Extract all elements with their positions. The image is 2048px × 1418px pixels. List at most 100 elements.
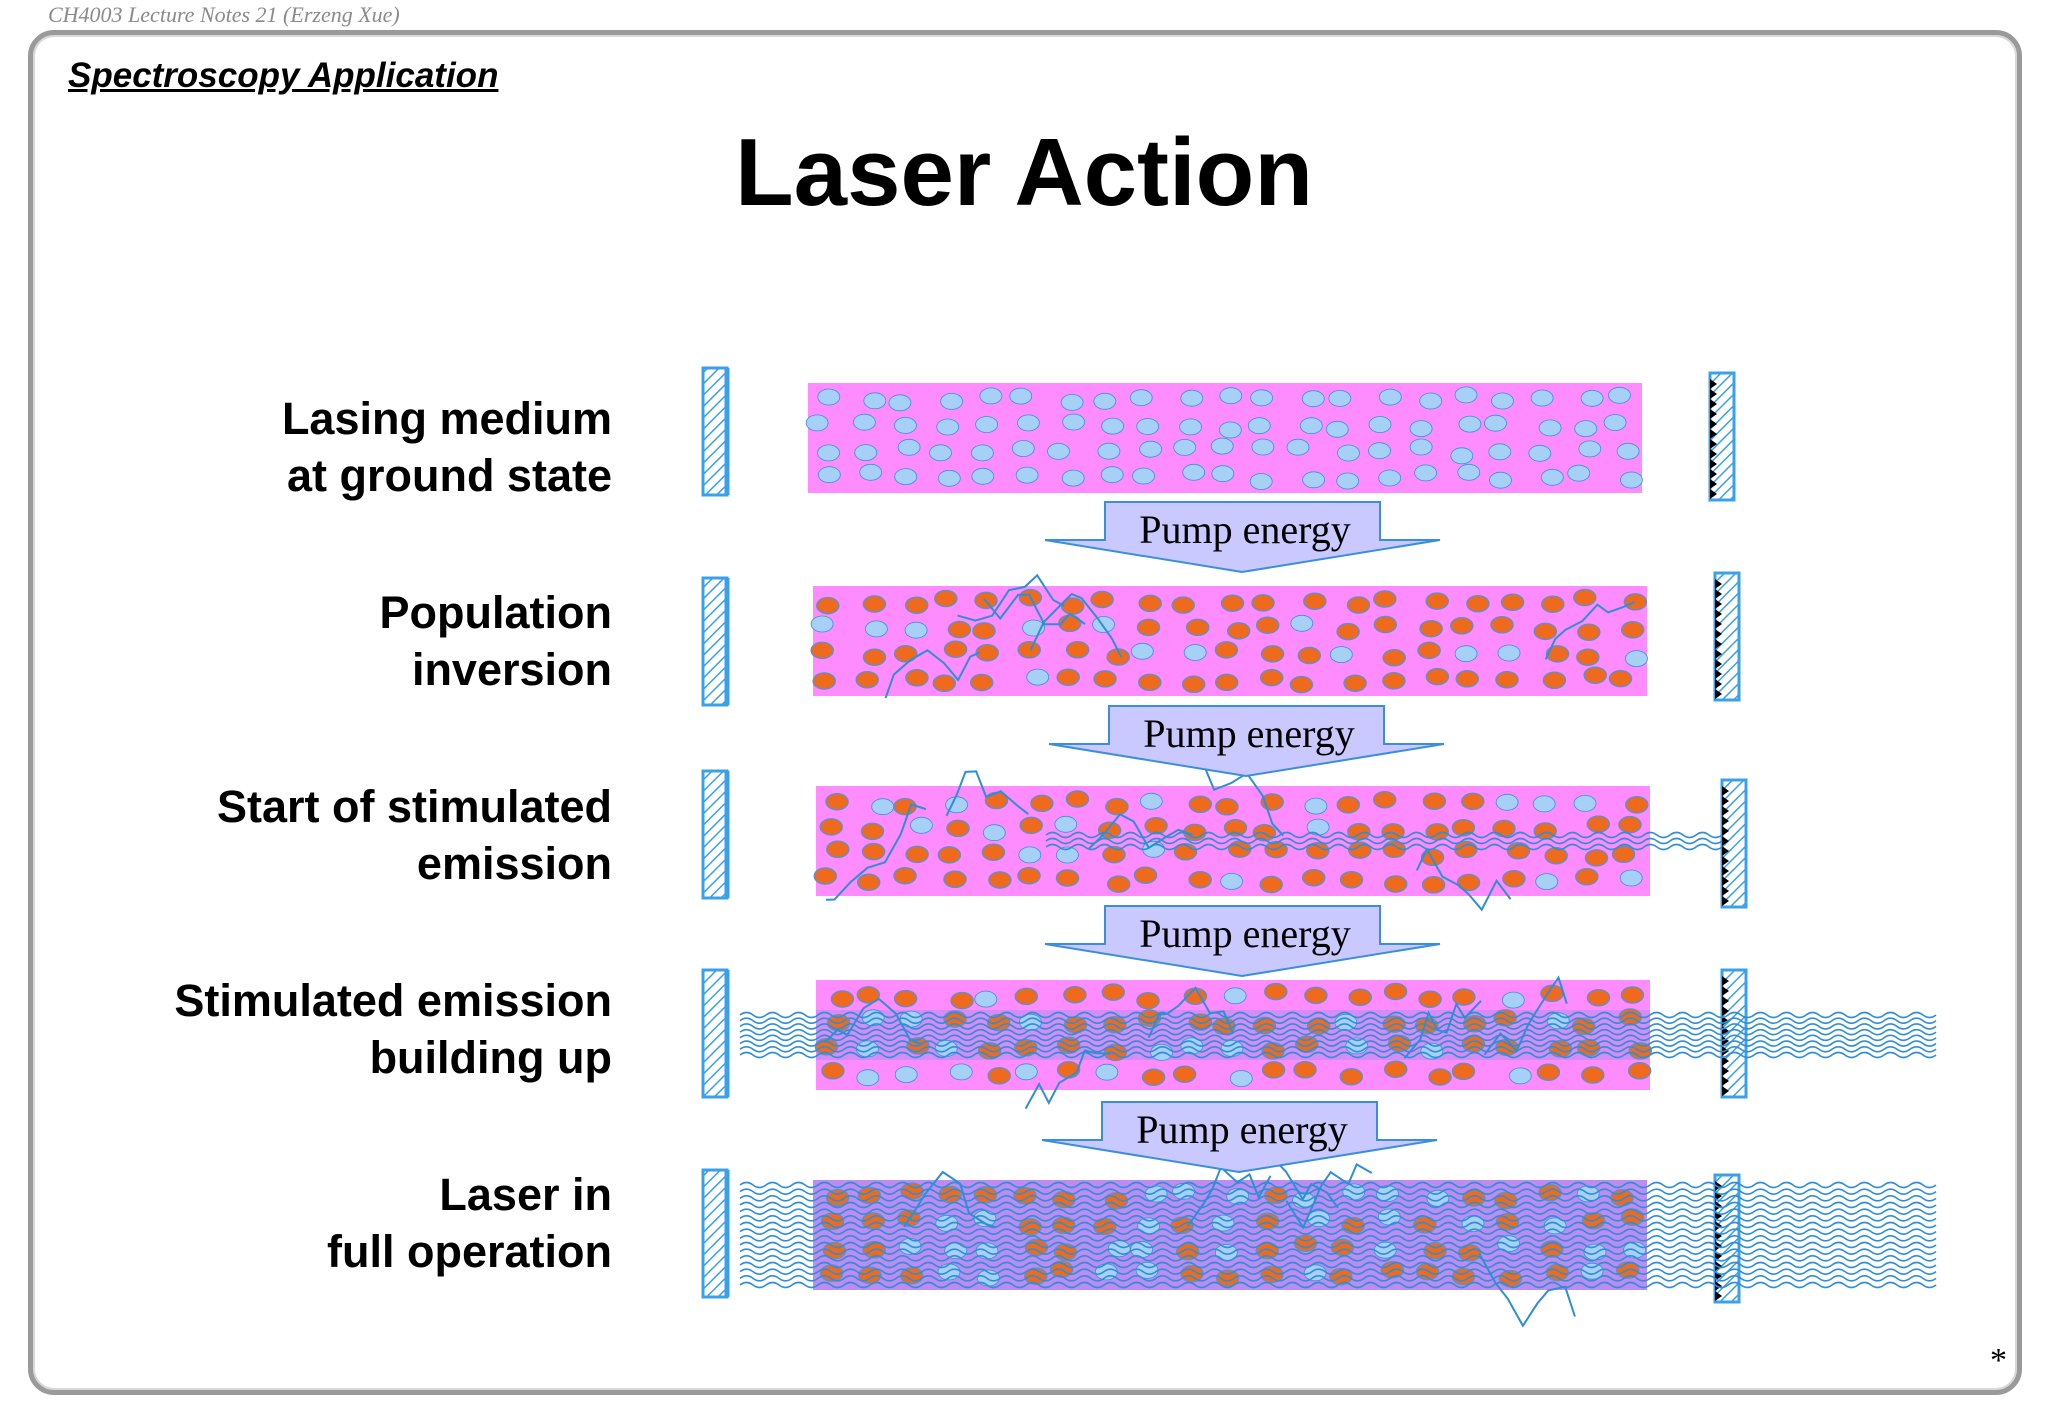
stimulated-photon-wave	[739, 1281, 1937, 1289]
ground-state-atom	[1603, 414, 1627, 431]
ground-state-atom	[1183, 644, 1207, 661]
excited-atom	[1060, 597, 1085, 615]
excited-atom	[1581, 1066, 1605, 1084]
ground-state-atom	[1093, 392, 1117, 410]
partial-reflector-mark	[1715, 1201, 1722, 1211]
excited-atom	[1573, 588, 1597, 607]
stimulated-photon-wave	[739, 1034, 1937, 1042]
excited-atom	[1303, 592, 1327, 610]
ground-state-atom	[1574, 420, 1598, 438]
excited-atom	[1144, 817, 1168, 835]
ground-state-atom	[1301, 390, 1325, 408]
stage-label-line: full operation	[327, 1226, 612, 1277]
partial-reflector-mark	[1722, 856, 1729, 866]
pump-arrows: Pump energy Pump energy Pump energy Pump…	[1041, 501, 1445, 1174]
excited-atom	[1428, 1068, 1452, 1086]
excited-atom	[1575, 867, 1599, 886]
ground-state-atom	[897, 438, 921, 456]
excited-atom	[1422, 792, 1447, 810]
atoms	[805, 386, 1653, 1288]
excited-atom	[1620, 986, 1645, 1004]
partial-reflector-mark	[1722, 826, 1729, 836]
partial-reflector-mark	[1722, 816, 1729, 826]
ground-state-atom	[1409, 420, 1433, 438]
excited-atom	[1090, 590, 1114, 609]
excited-atom	[1627, 1062, 1652, 1080]
excited-atom	[1056, 1061, 1081, 1079]
ground-state-atom	[937, 469, 961, 487]
stimulated-photon-wave	[739, 1201, 1937, 1209]
pump-energy-label: Pump energy	[1136, 1107, 1347, 1152]
partial-reflector-mark	[1722, 1076, 1729, 1086]
excited-atom	[1348, 988, 1372, 1007]
ground-state-atom	[1139, 440, 1162, 458]
ground-state-atom	[1211, 465, 1235, 483]
ground-state-atom	[1180, 389, 1204, 407]
excited-atom	[855, 670, 879, 689]
stimulated-photon-wave	[739, 1195, 1937, 1202]
excited-atom	[1611, 845, 1636, 864]
excited-atom	[1536, 1063, 1561, 1081]
excited-atom	[893, 645, 918, 663]
stage-label-line: Start of stimulated	[216, 781, 612, 832]
stimulated-photon-wave	[739, 1221, 1937, 1229]
spontaneous-photon	[957, 573, 1065, 622]
ground-state-atom	[1101, 417, 1124, 435]
partial-reflector-mark	[1722, 866, 1729, 876]
excited-atom	[1450, 617, 1474, 635]
partial-reflector-mark	[1715, 689, 1722, 699]
partial-reflector-mark	[1722, 986, 1729, 996]
ground-state-atom	[1578, 440, 1602, 458]
excited-atom	[816, 596, 840, 615]
spontaneous-photon	[945, 770, 1029, 817]
partial-reflector-mark	[1722, 1086, 1729, 1096]
excited-atom	[1141, 1068, 1166, 1086]
ground-state-atom	[1580, 1262, 1604, 1280]
excited-atom	[1336, 796, 1361, 814]
excited-atom	[1215, 798, 1239, 816]
partial-reflector-mark	[1715, 1261, 1722, 1271]
stage-label-line: at ground state	[286, 450, 612, 501]
partial-reflector-mark	[1715, 1291, 1722, 1301]
ground-state-atom	[1056, 846, 1079, 864]
ground-state-atom	[1457, 463, 1481, 481]
excited-atom	[987, 1067, 1011, 1085]
ground-state-atom	[1573, 795, 1597, 812]
excited-atom	[1373, 590, 1397, 608]
excited-atom	[947, 620, 972, 639]
ground-state-atom	[1528, 444, 1552, 462]
spontaneous-photon	[1483, 975, 1568, 1056]
excited-atom	[934, 589, 958, 608]
stage-label-line: Lasing medium	[281, 393, 612, 444]
stimulated-photon-wave	[739, 1228, 1937, 1235]
ground-state-atom	[1095, 1063, 1119, 1081]
ground-state-atom	[817, 466, 841, 484]
excited-atom	[1138, 594, 1162, 613]
excited-atom	[1541, 595, 1565, 613]
stage-label-building-up: Stimulated emission building up	[52, 972, 612, 1086]
partial-reflector-mark	[1722, 876, 1729, 886]
excited-atom	[1260, 645, 1285, 663]
excited-atom	[1492, 819, 1516, 838]
rear-mirror	[701, 576, 729, 707]
excited-atom	[1065, 790, 1090, 808]
excited-atom	[1019, 816, 1043, 835]
section-heading: Spectroscopy Application	[68, 56, 499, 95]
excited-atom	[1065, 641, 1090, 659]
excited-atom	[819, 818, 843, 836]
ground-state-atom	[1484, 414, 1507, 432]
ground-state-atom	[1414, 464, 1437, 482]
ground-state-atom	[863, 392, 887, 410]
excited-atom	[1214, 673, 1239, 692]
mirrors	[701, 366, 1748, 1304]
ground-state-atom	[1368, 442, 1391, 460]
ground-state-atom	[1454, 645, 1478, 663]
stage-label-line: building up	[369, 1032, 612, 1083]
partial-reflector-mark	[1722, 846, 1729, 856]
excited-atom	[1383, 982, 1408, 1001]
ground-state-atom	[894, 468, 918, 486]
partial-reflector-mark	[1710, 419, 1717, 429]
excited-atom	[1544, 846, 1568, 865]
excited-atom	[1188, 870, 1212, 889]
